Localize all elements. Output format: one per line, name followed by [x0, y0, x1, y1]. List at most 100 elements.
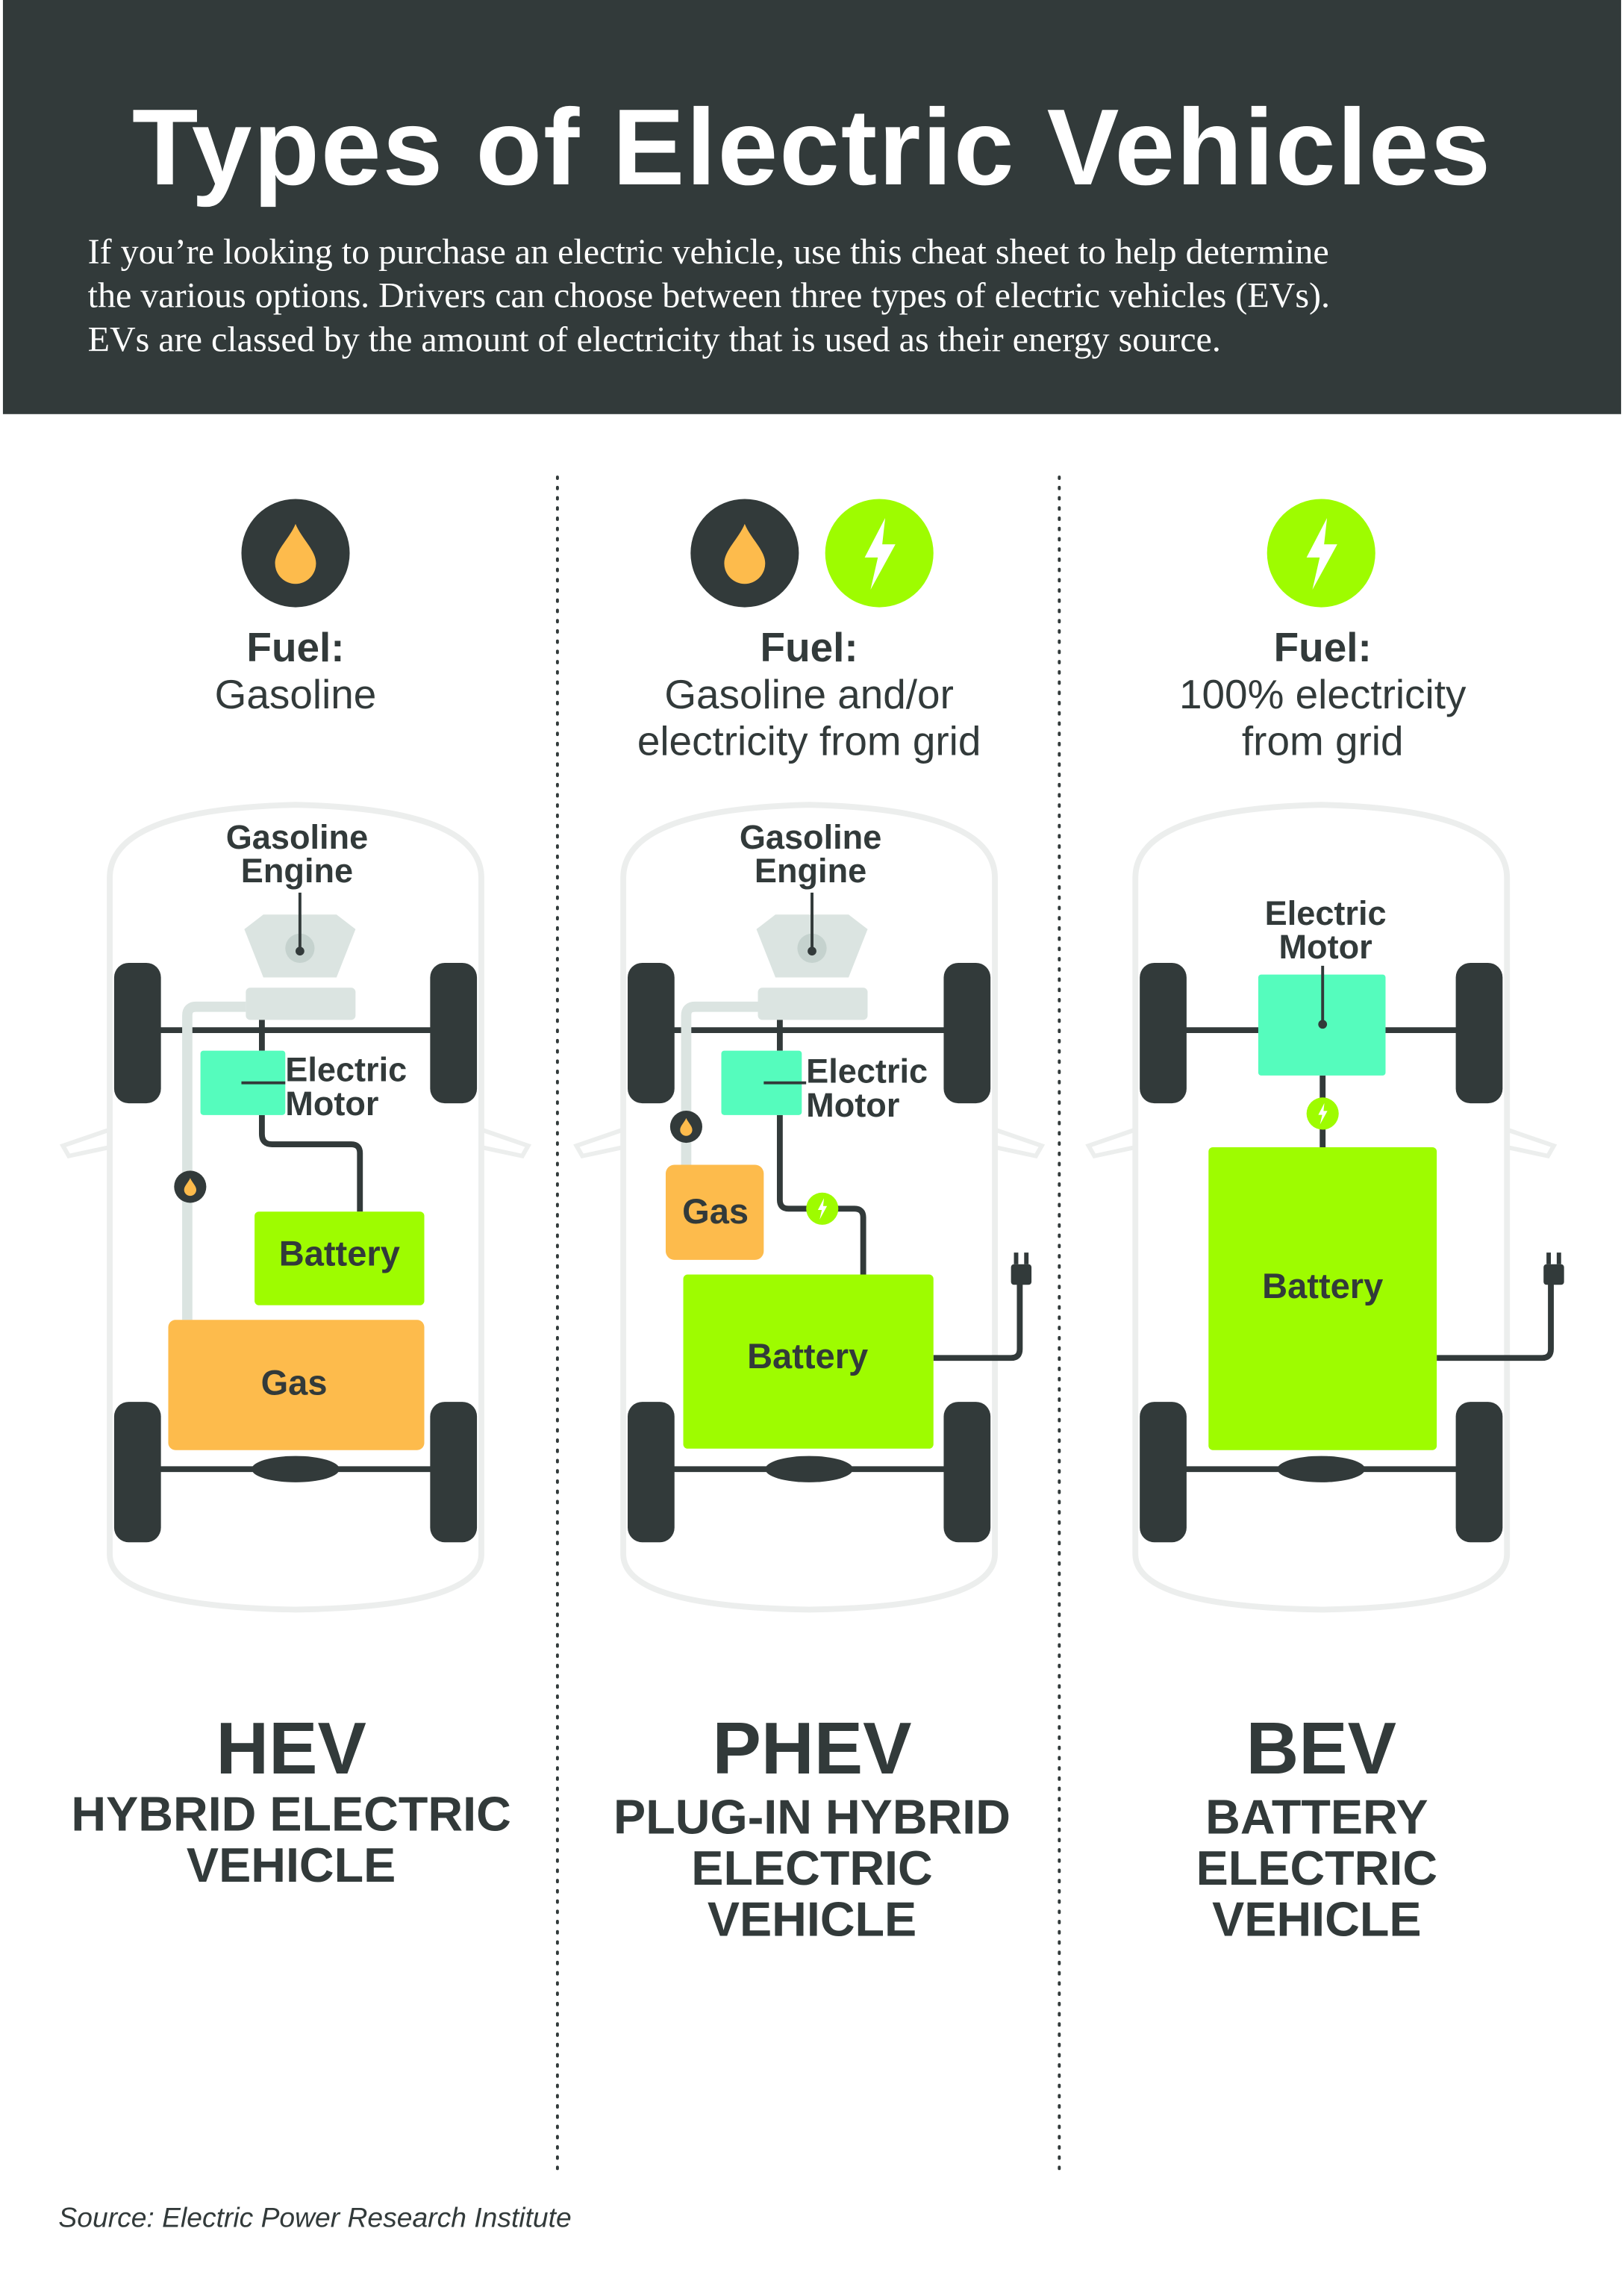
wheel: [1140, 962, 1187, 1104]
gas-label-phev: Gas: [682, 1192, 749, 1232]
car-outline: [620, 802, 998, 1613]
engine-block: [758, 988, 868, 1020]
label-line: Gasoline: [225, 817, 369, 856]
name-line: VEHICLE: [707, 1891, 917, 1947]
wheel: [430, 1402, 478, 1543]
differential: [1277, 1456, 1366, 1482]
plug-icon: [1011, 1264, 1032, 1285]
lightning-bolt-icon-glyph: [1318, 1102, 1328, 1125]
fuel-heading-phev: Fuel:: [760, 625, 858, 670]
car-outline: [1132, 802, 1511, 1613]
label-line: Electric: [806, 1052, 928, 1091]
fuel-line: [681, 1001, 758, 1165]
battery-label-phev: Battery: [747, 1337, 869, 1377]
label-line: Engine: [754, 851, 867, 890]
name-line: VEHICLE: [1212, 1891, 1422, 1947]
label-line: Electric: [1264, 893, 1387, 932]
wheel: [628, 1402, 675, 1543]
wheel: [628, 962, 675, 1104]
mirror-left: [573, 1127, 625, 1159]
label-line: Motor: [806, 1085, 900, 1124]
wheel: [113, 1402, 161, 1543]
battery: [254, 1211, 425, 1305]
mirror-right: [994, 1127, 1046, 1159]
engine-pointer-dot: [296, 946, 304, 956]
name-line: ELECTRIC: [691, 1841, 933, 1895]
wheel: [1140, 1402, 1187, 1543]
engine-block: [246, 988, 356, 1020]
motor-pointer-dot: [1318, 1020, 1328, 1029]
intro-line: If you’re looking to purchase an electri…: [87, 232, 1329, 272]
label-line: Electric: [285, 1050, 407, 1089]
electric-motor: [721, 1050, 802, 1115]
vehicle-abbr-phev: PHEV: [712, 1707, 912, 1790]
fuel-value-hev: Gasoline: [215, 672, 377, 719]
gas-drop-icon-glyph: [184, 1178, 197, 1197]
lightning-bolt-icon-glyph: [864, 517, 896, 590]
charge-cable: [1437, 1280, 1554, 1361]
lightning-bolt-icon-glyph: [817, 1198, 828, 1220]
fuel-line: from grid: [1241, 718, 1404, 764]
vehicle-abbr-bev: BEV: [1246, 1707, 1397, 1790]
battery: [1208, 1147, 1437, 1450]
name-line: BATTERY: [1205, 1789, 1428, 1844]
gas-tank: [665, 1164, 764, 1260]
name-line: HYBRID ELECTRIC: [71, 1786, 511, 1841]
fuel-line: 100% electricity: [1178, 671, 1467, 717]
power-wire: [258, 1114, 363, 1212]
charge-cable: [933, 1280, 1023, 1361]
name-line: VEHICLE: [186, 1838, 396, 1892]
wheel: [1455, 1402, 1503, 1543]
fuel-line: Gasoline and/or: [664, 671, 954, 717]
plug-icon: [1543, 1264, 1564, 1285]
mirror-right: [481, 1127, 532, 1159]
name-line: ELECTRIC: [1196, 1841, 1438, 1895]
gas-label-hev: Gas: [260, 1364, 328, 1404]
label-line: Motor: [1278, 927, 1372, 966]
battery-label-hev: Battery: [278, 1235, 400, 1275]
wheel: [1455, 962, 1503, 1104]
vehicle-abbr-hev: HEV: [216, 1707, 366, 1790]
plug-prong: [1014, 1252, 1019, 1264]
header-band: [2, 0, 1622, 414]
mirror-left: [1085, 1127, 1137, 1159]
fuel-heading-bev: Fuel:: [1273, 625, 1372, 670]
fuel-line: [182, 1001, 246, 1320]
source-credit: Source: Electric Power Research Institut…: [58, 2203, 572, 2235]
mirror-left: [59, 1127, 110, 1159]
plug-prong: [1546, 1252, 1552, 1264]
wheel: [943, 962, 991, 1104]
gas-drop-icon-glyph: [275, 523, 316, 584]
mirror-right: [1506, 1127, 1558, 1159]
page-title: Types of Electric Vehicles: [131, 86, 1493, 208]
wheel: [430, 962, 478, 1104]
engine-pointer-dot: [808, 946, 816, 956]
differential: [252, 1456, 340, 1482]
battery: [683, 1274, 934, 1449]
label-line: Engine: [240, 851, 354, 890]
wheel: [113, 962, 161, 1104]
fuel-line: Gasoline: [214, 671, 377, 717]
fuel-line: electricity from grid: [637, 718, 981, 764]
lightning-bolt-icon-glyph: [1306, 517, 1337, 590]
gas-tank: [168, 1320, 425, 1450]
differential: [765, 1456, 853, 1482]
gas-drop-icon-glyph: [724, 523, 766, 584]
label-line: Motor: [285, 1084, 379, 1123]
battery-label-bev: Battery: [1262, 1267, 1384, 1307]
plug-prong: [1024, 1252, 1029, 1264]
name-line: PLUG-IN HYBRID: [613, 1789, 1011, 1844]
intro-text: If you’re looking to purchase an electri…: [88, 231, 1551, 363]
gas-drop-icon-glyph: [680, 1117, 693, 1136]
car-outline: [107, 802, 484, 1613]
